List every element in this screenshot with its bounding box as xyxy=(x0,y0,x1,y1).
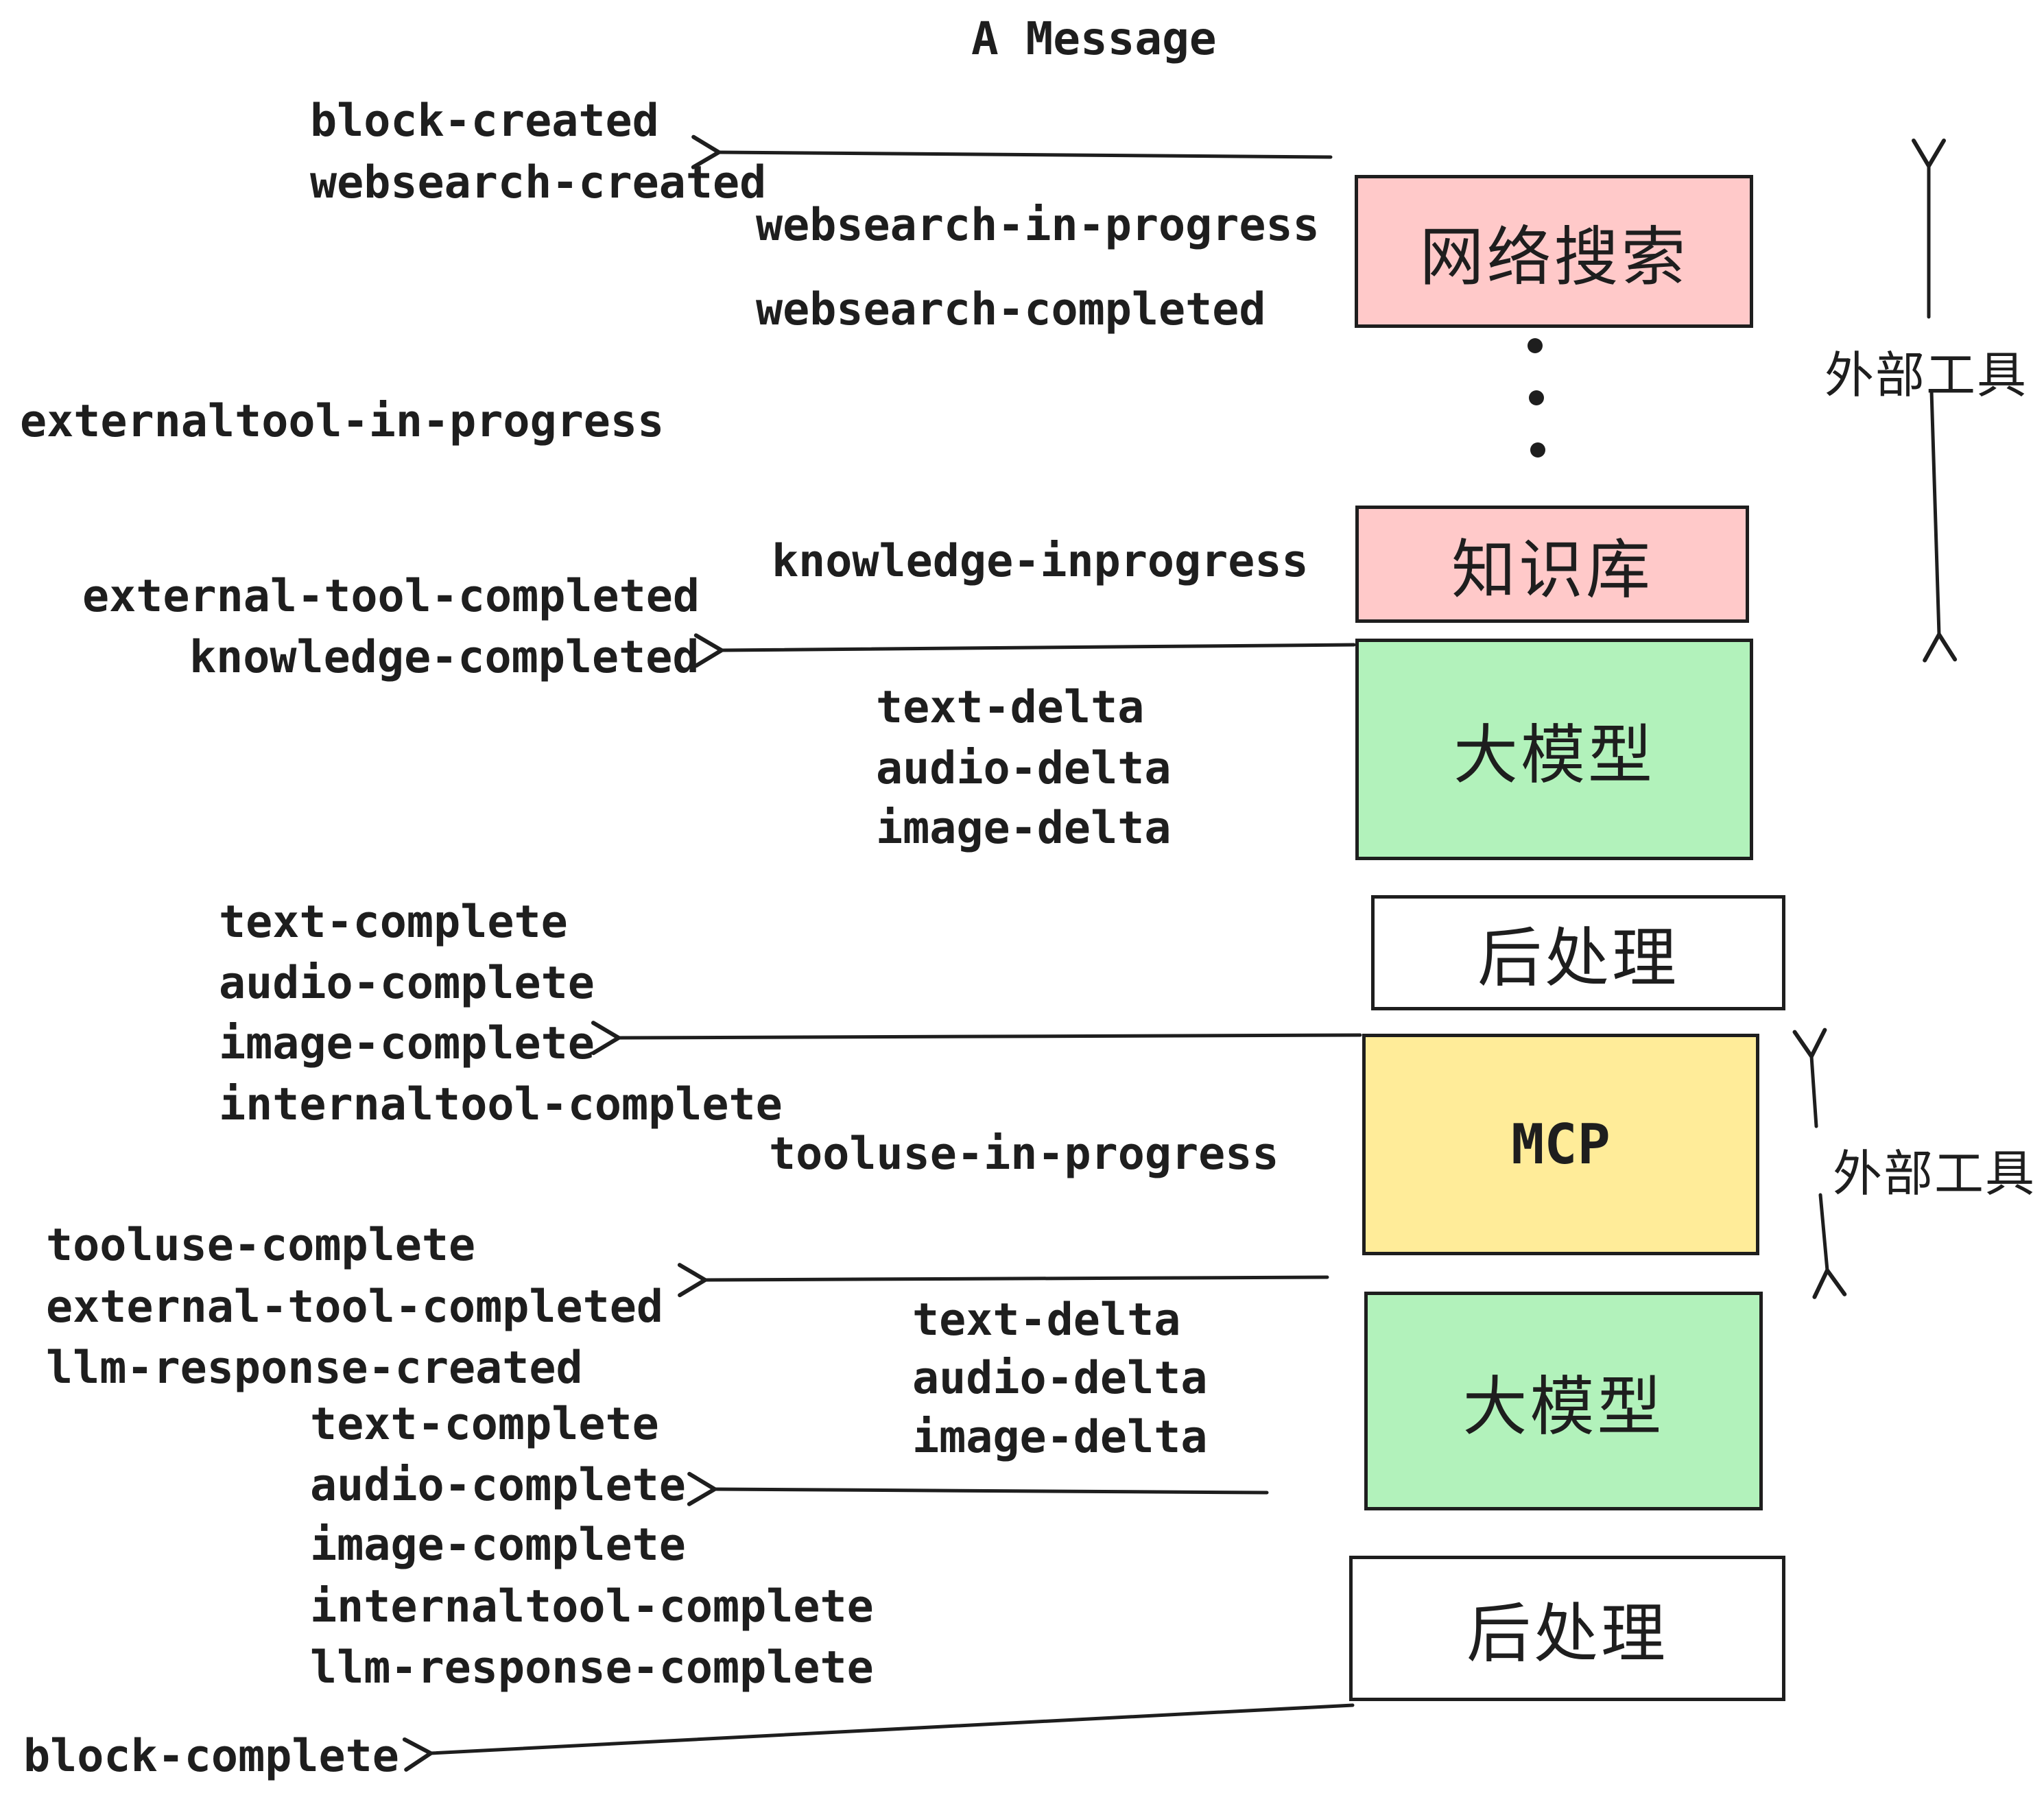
event-internaltool-complete-2: internaltool-complete xyxy=(310,1581,874,1633)
event-text-complete: text-complete xyxy=(219,897,568,948)
box-post-processing-2-label: 后处理 xyxy=(1466,1597,1668,1672)
box-knowledge: 知识库 xyxy=(1355,506,1749,623)
arrow-mcp-to-image-complete xyxy=(591,1021,1362,1056)
box-mcp: MCP xyxy=(1362,1034,1759,1255)
event-websearch-created: websearch-created xyxy=(310,157,767,209)
arrow-llm2-to-audio-complete xyxy=(687,1471,1269,1506)
event-audio-delta: audio-delta xyxy=(876,743,1172,794)
arrow-external-tools-top-down xyxy=(1923,389,1958,663)
event-text-complete-2: text-complete xyxy=(310,1399,659,1450)
box-llm-1-label: 大模型 xyxy=(1453,717,1655,793)
event-knowledge-completed: knowledge-completed xyxy=(189,632,700,683)
arrow-external-tools-mcp-up xyxy=(1792,1028,1827,1128)
event-image-complete-2: image-complete xyxy=(310,1519,686,1571)
event-llm-response-created: llm-response-created xyxy=(46,1342,583,1394)
box-websearch-label: 网络搜索 xyxy=(1419,219,1689,295)
box-post-processing-1-label: 后处理 xyxy=(1477,921,1679,996)
event-text-delta: text-delta xyxy=(876,682,1145,733)
event-audio-delta-2: audio-delta xyxy=(912,1353,1208,1404)
box-knowledge-label: 知识库 xyxy=(1451,532,1653,608)
external-tools-annotation-top: 外部工具 xyxy=(1825,346,2028,404)
event-block-created: block-created xyxy=(310,95,659,147)
event-tooluse-complete: tooluse-complete xyxy=(46,1220,476,1271)
event-external-tool-completed-2: external-tool-completed xyxy=(46,1281,664,1333)
event-image-delta: image-delta xyxy=(876,803,1172,854)
page-title: A Message xyxy=(971,12,1217,65)
box-llm-2: 大模型 xyxy=(1364,1292,1763,1510)
arrow-llm2-to-external-tool-completed xyxy=(677,1263,1329,1298)
event-llm-response-complete: llm-response-complete xyxy=(310,1642,874,1694)
box-websearch: 网络搜索 xyxy=(1355,175,1753,328)
event-external-tool-completed: external-tool-completed xyxy=(82,571,700,622)
box-post-processing-2: 后处理 xyxy=(1349,1556,1785,1701)
event-tooluse-in-progress: tooluse-in-progress xyxy=(769,1128,1279,1180)
event-text-delta-2: text-delta xyxy=(912,1294,1181,1346)
box-post-processing-1: 后处理 xyxy=(1371,895,1785,1010)
event-externaltool-in-progress: externaltool-in-progress xyxy=(20,396,665,447)
vertical-ellipsis-icon xyxy=(1528,338,1545,458)
arrow-external-tools-mcp-down xyxy=(1812,1193,1847,1299)
arrow-post2-to-block-complete xyxy=(402,1703,1355,1772)
event-audio-complete: audio-complete xyxy=(219,958,595,1009)
external-tools-annotation-mcp: 外部工具 xyxy=(1833,1145,2036,1202)
box-llm-1: 大模型 xyxy=(1355,639,1753,860)
event-image-delta-2: image-delta xyxy=(912,1412,1208,1463)
box-mcp-label: MCP xyxy=(1511,1113,1611,1176)
event-image-complete: image-complete xyxy=(219,1018,595,1069)
event-websearch-completed: websearch-completed xyxy=(756,284,1266,335)
box-llm-2-label: 大模型 xyxy=(1462,1369,1665,1445)
event-websearch-in-progress: websearch-in-progress xyxy=(756,200,1320,251)
arrow-websearch-to-block-created xyxy=(691,134,1333,169)
event-knowledge-inprogress: knowledge-inprogress xyxy=(772,536,1309,587)
event-internaltool-complete: internaltool-complete xyxy=(219,1079,783,1130)
event-audio-complete-2: audio-complete xyxy=(310,1460,686,1511)
arrow-llm1-to-knowledge-completed xyxy=(693,633,1356,668)
event-block-complete: block-complete xyxy=(23,1731,399,1782)
